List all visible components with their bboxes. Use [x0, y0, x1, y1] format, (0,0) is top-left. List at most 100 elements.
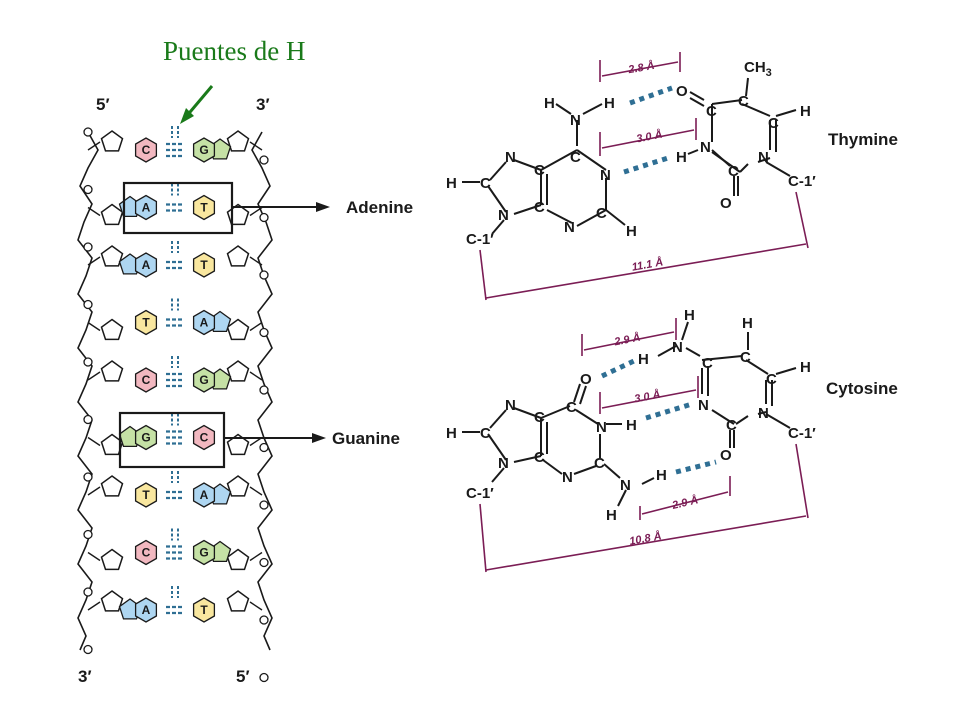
phosphate-node [259, 327, 269, 338]
svg-text:N: N [562, 469, 573, 486]
svg-text:H: H [446, 425, 457, 442]
cytosine-label: Cytosine [826, 379, 898, 398]
svg-text:N: N [498, 207, 509, 224]
sugar-left [100, 590, 124, 612]
phosphate-node [259, 212, 269, 223]
phosphate-node [83, 242, 93, 252]
sugar-right [226, 130, 250, 152]
base-T [192, 194, 216, 221]
base-letter: A [142, 201, 151, 215]
svg-text:C: C [726, 417, 737, 434]
svg-text:N: N [570, 112, 581, 129]
svg-text:H: H [742, 315, 753, 332]
end-label-bottom-left: 3′ [78, 667, 92, 686]
sugar-left [100, 548, 124, 571]
phosphate-node [83, 184, 93, 195]
base-A [134, 194, 158, 221]
svg-text:H: H [638, 351, 649, 368]
adenine-label: Adenine [346, 198, 413, 217]
at-dimensions [479, 52, 809, 301]
svg-text:C: C [534, 199, 545, 216]
svg-text:C: C [768, 115, 779, 132]
base-G [134, 424, 158, 451]
phosphate-node [83, 414, 93, 425]
svg-text:O: O [720, 195, 732, 212]
svg-text:N: N [672, 339, 683, 356]
sugar-right [226, 318, 250, 341]
end-label-top-right: 3′ [256, 95, 270, 114]
svg-text:N: N [505, 149, 516, 166]
phosphate-node [259, 557, 269, 568]
svg-text:O: O [580, 371, 592, 388]
svg-text:N: N [620, 477, 631, 494]
gc-dist-top: 2.9 Å [612, 331, 641, 349]
svg-text:H: H [626, 223, 637, 240]
base-C [134, 137, 158, 163]
svg-text:C: C [740, 349, 751, 366]
phosphate-node [83, 587, 93, 597]
cytosine-bonds [657, 321, 797, 448]
svg-text:C: C [570, 149, 581, 166]
base-T [134, 482, 158, 508]
svg-text:O: O [720, 447, 732, 464]
thymine-ch3: CH3 [744, 59, 772, 79]
svg-text:H: H [684, 307, 695, 324]
at-dist-width: 11.1 Å [631, 255, 664, 273]
svg-text:C: C [566, 399, 577, 416]
base-letter: T [200, 603, 208, 617]
phosphate-node [259, 615, 269, 625]
at-c1-right: C-1′ [788, 173, 816, 190]
base-letter: A [142, 603, 151, 617]
end-label-top-left: 5′ [96, 95, 110, 114]
svg-text:C: C [594, 455, 605, 472]
base-letter: G [141, 431, 150, 445]
at-c1-left: C-1′ [466, 231, 494, 248]
base-letter: C [200, 431, 209, 445]
at-dist-top: 2.8 Å [626, 59, 655, 77]
at-dist-mid: 3.0 Å [635, 128, 663, 146]
gc-dist-mid: 3.0 Å [633, 388, 661, 406]
base-T [134, 309, 158, 336]
gc-dist-width: 10.8 Å [628, 529, 662, 547]
gc-dist-bottom: 2.9 Å [670, 493, 700, 512]
base-letter: G [199, 143, 208, 157]
phosphate-node [259, 270, 269, 280]
phosphate-node [83, 644, 93, 655]
gc-dimensions [479, 318, 809, 573]
base-letter: A [200, 316, 209, 330]
svg-text:N: N [498, 455, 509, 472]
svg-text:N: N [564, 219, 575, 236]
sugar-left [100, 130, 124, 152]
adenine-pointer: Adenine [122, 181, 413, 235]
svg-text:C: C [534, 449, 545, 466]
page-title: Puentes de H [163, 36, 306, 66]
thymine-label: Thymine [828, 130, 898, 149]
base-A [134, 597, 158, 623]
base-letter: G [199, 546, 208, 560]
base-C [134, 539, 158, 566]
svg-text:H: H [800, 103, 811, 120]
base-letter: G [199, 373, 208, 387]
base-letter: T [200, 258, 208, 272]
base-A [192, 309, 216, 336]
phosphate-node [83, 472, 93, 482]
base-letter: A [142, 258, 151, 272]
sugar-left [100, 360, 124, 382]
svg-text:C: C [596, 205, 607, 222]
base-letter: C [142, 143, 151, 157]
sugar-right [226, 548, 250, 571]
base-T [192, 597, 216, 623]
phosphate-node [83, 299, 93, 310]
phosphate-node [259, 385, 269, 395]
sugar-left [100, 245, 124, 267]
sugar-right [226, 590, 250, 612]
sugar-right [226, 360, 250, 382]
svg-text:N: N [505, 397, 516, 414]
svg-text:C: C [728, 163, 739, 180]
svg-text:C: C [480, 175, 491, 192]
